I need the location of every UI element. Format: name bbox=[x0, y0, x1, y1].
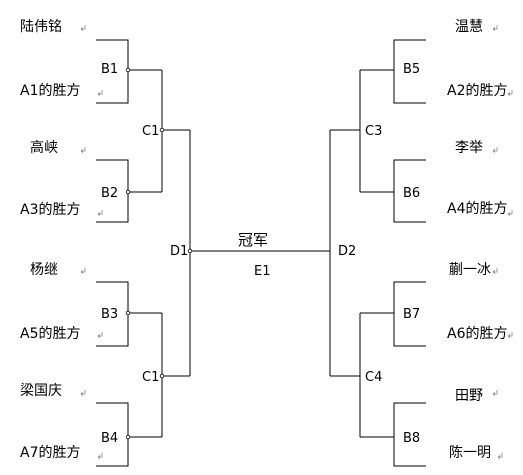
match-label-c4: C4 bbox=[365, 370, 383, 385]
match-label-d2: D2 bbox=[338, 244, 357, 259]
player-right-4: A4的胜方 bbox=[447, 201, 508, 217]
node-dot bbox=[125, 189, 131, 195]
bracket-b5 bbox=[360, 39, 426, 104]
match-label-c1-bottom: C1 bbox=[142, 370, 160, 385]
bracket-c3 bbox=[330, 70, 361, 192]
player-right-1: 温慧 bbox=[455, 19, 483, 35]
match-label-b6: B6 bbox=[403, 186, 421, 201]
champion-title: 冠军 bbox=[238, 231, 269, 249]
player-right-3: 李举 bbox=[455, 140, 483, 156]
bracket-b6 bbox=[360, 159, 426, 223]
node-dot bbox=[159, 373, 165, 379]
node-dot bbox=[125, 67, 131, 73]
node-dot bbox=[187, 248, 193, 254]
player-left-3: 高峡 bbox=[30, 140, 58, 156]
bracket-b8 bbox=[360, 402, 426, 467]
match-label-b5: B5 bbox=[403, 62, 421, 77]
player-right-2: A2的胜方 bbox=[447, 83, 508, 99]
player-right-7: 田野 bbox=[455, 388, 483, 404]
match-label-d1: D1 bbox=[170, 244, 189, 259]
match-label-b2: B2 bbox=[101, 186, 119, 201]
match-label-b7: B7 bbox=[403, 307, 421, 322]
player-left-8: A7的胜方 bbox=[20, 445, 81, 461]
match-label-b3: B3 bbox=[101, 307, 119, 322]
match-label-c3: C3 bbox=[365, 124, 383, 139]
player-right-8: 陈一明 bbox=[449, 445, 491, 461]
bracket-c4 bbox=[330, 313, 361, 437]
player-left-2: A1的胜方 bbox=[20, 83, 81, 99]
player-left-4: A3的胜方 bbox=[20, 202, 81, 218]
return-marks bbox=[80, 25, 513, 459]
match-label-b8: B8 bbox=[403, 431, 421, 446]
player-right-5: 蒯一冰 bbox=[449, 262, 491, 278]
node-dot bbox=[125, 310, 131, 316]
node-dot bbox=[159, 127, 165, 133]
bracket-b4 bbox=[96, 402, 162, 467]
match-label-b4: B4 bbox=[101, 431, 119, 446]
node-dot bbox=[125, 434, 131, 440]
match-label-b1: B1 bbox=[101, 62, 119, 77]
bracket-c1-bottom bbox=[161, 313, 190, 437]
player-left-6: A5的胜方 bbox=[20, 326, 81, 342]
bracket-c1-top bbox=[161, 70, 190, 192]
player-left-5: 杨继 bbox=[30, 262, 58, 278]
match-label-c1-top: C1 bbox=[142, 124, 160, 139]
match-label-e1: E1 bbox=[254, 264, 271, 279]
player-left-1: 陆伟铭 bbox=[20, 19, 62, 35]
bracket-b7 bbox=[360, 281, 426, 347]
player-right-6: A6的胜方 bbox=[447, 326, 508, 342]
player-left-7: 梁国庆 bbox=[20, 383, 62, 399]
